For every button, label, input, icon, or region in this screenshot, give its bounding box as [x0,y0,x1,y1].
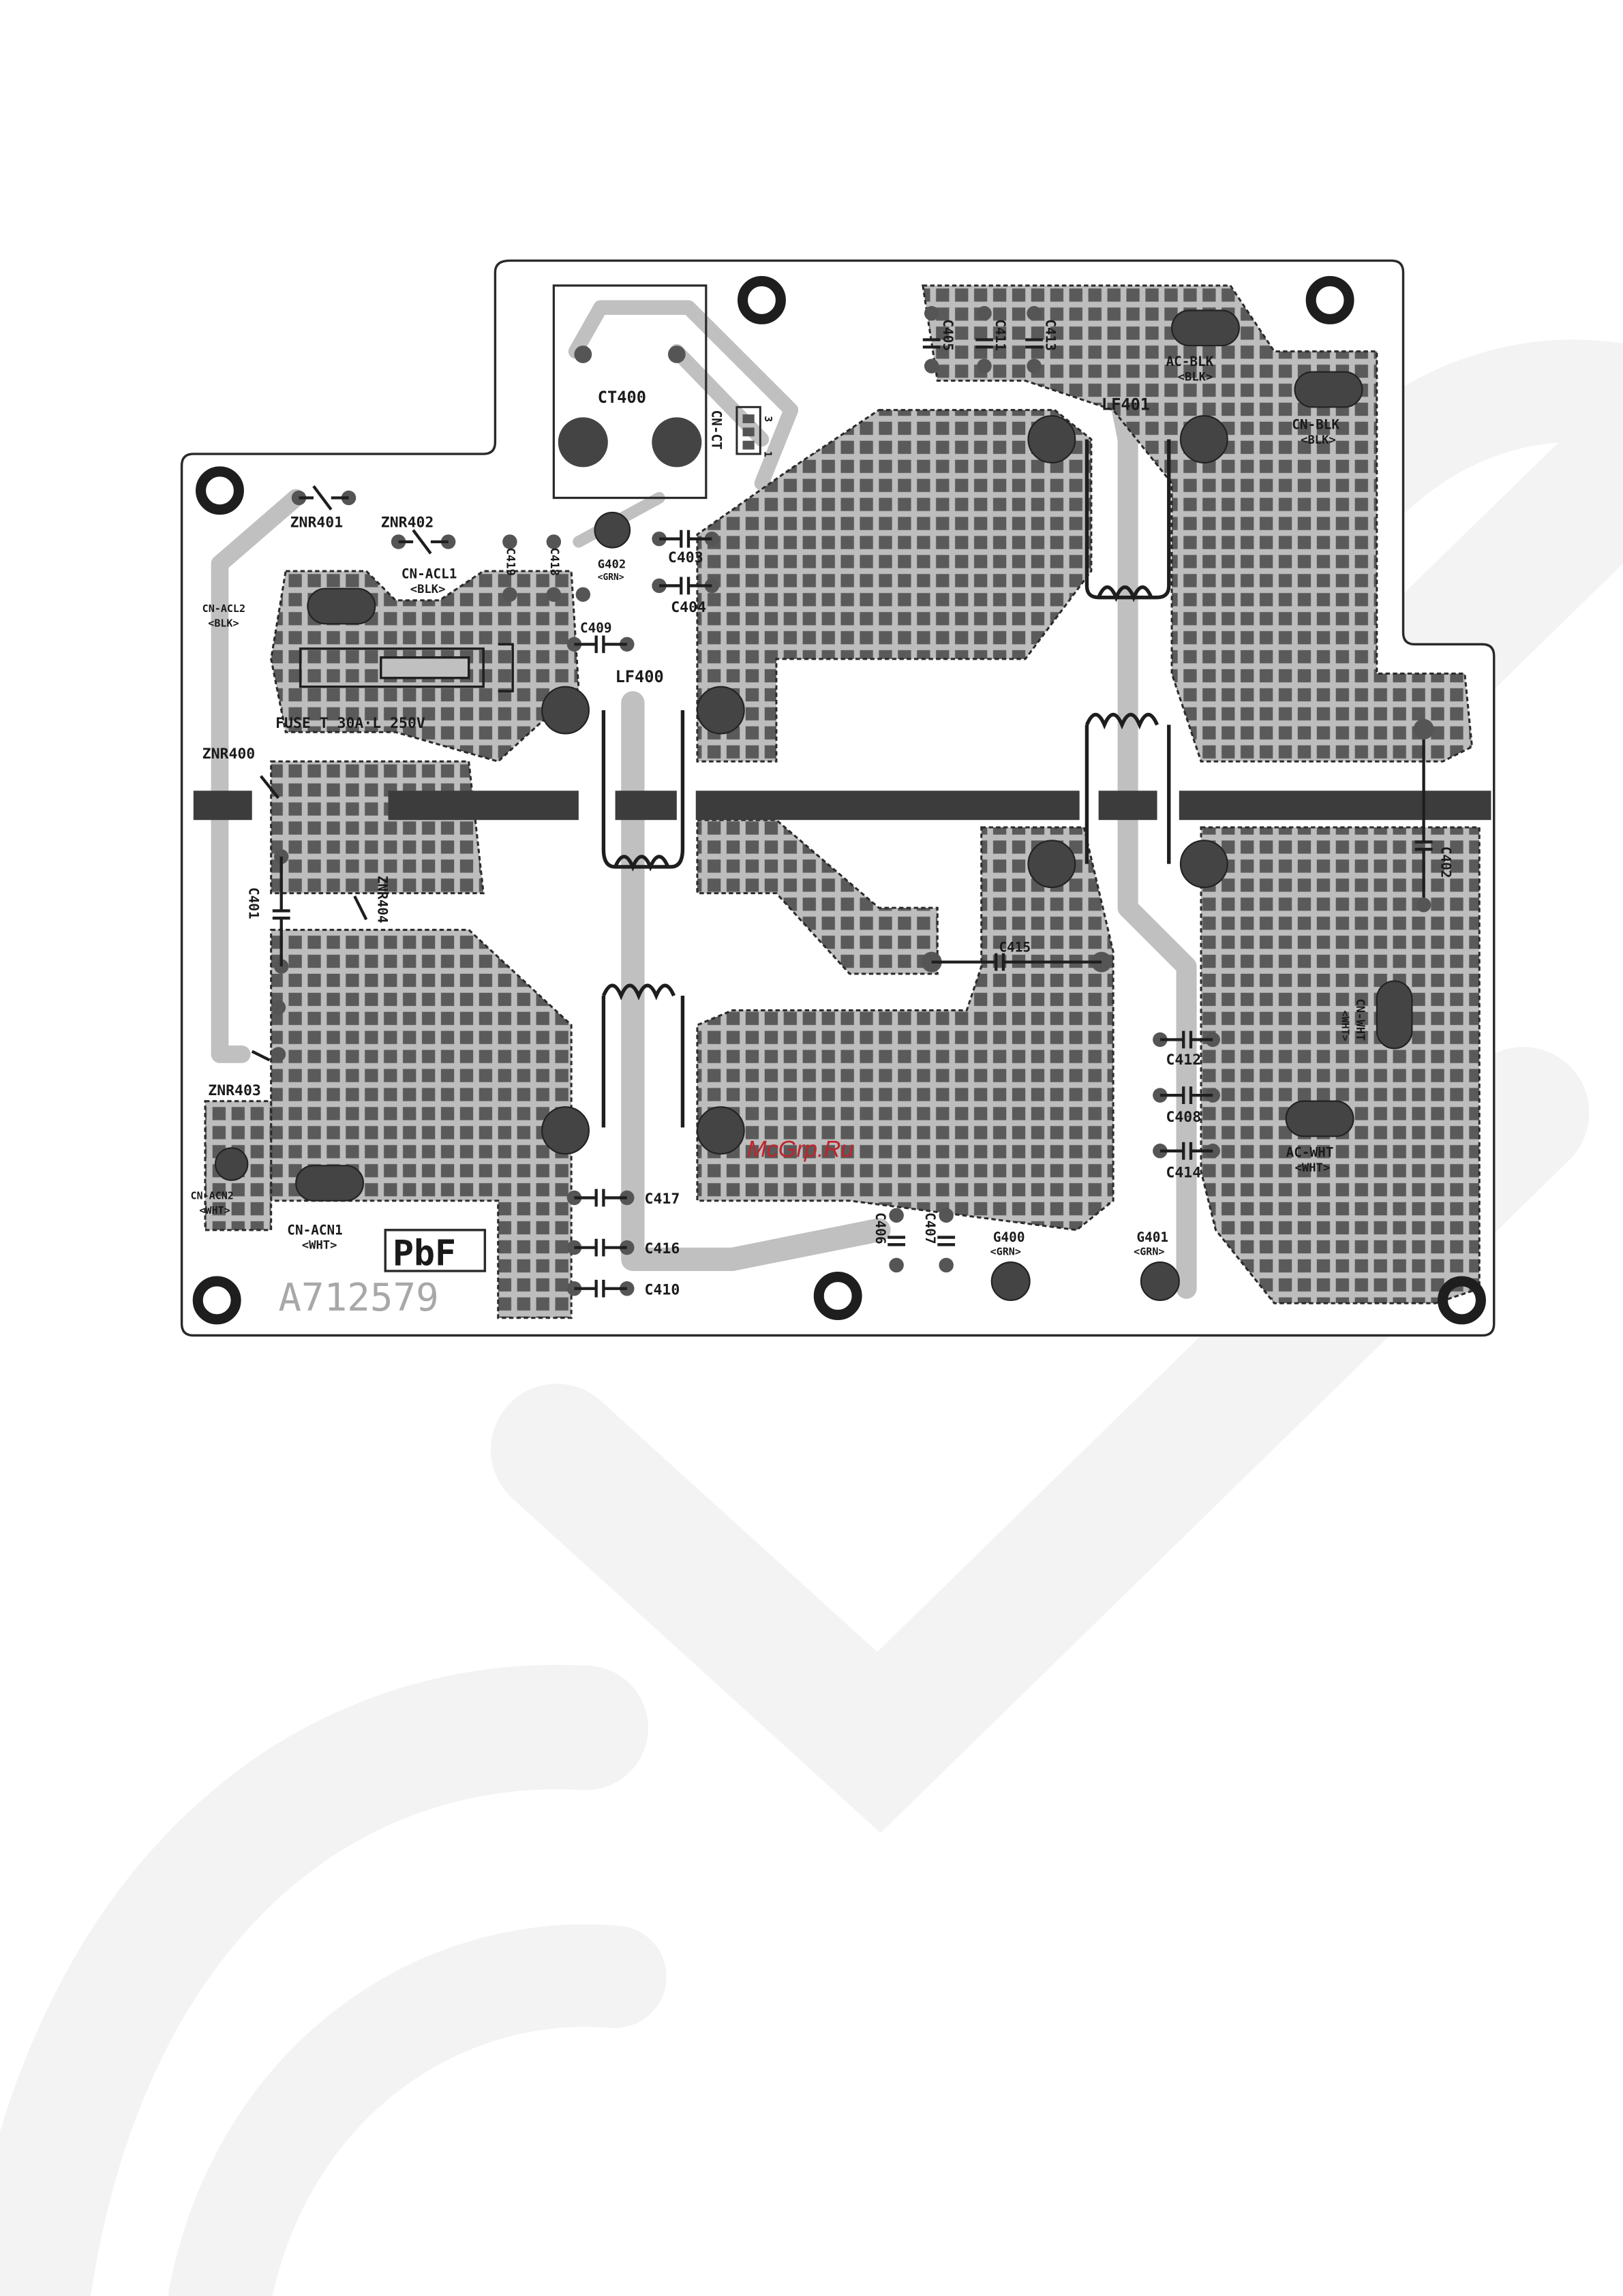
label-c414: C414 [1166,1164,1201,1181]
label-ac-blk-color: <BLK> [1178,371,1213,384]
zone-lower-center [696,826,1114,1231]
mounting-holes [192,276,1486,1325]
label-znr402: ZNR402 [381,514,434,531]
label-cn-ct: CN-CT [708,410,724,450]
lf401-coil [1084,439,1171,864]
label-cn-acn2-color: <WHT> [199,1204,230,1216]
label-ac-blk: AC-BLK [1166,354,1213,369]
label-cn-ct-pin-3: 3 [762,416,774,422]
label-c413: C413 [1042,319,1058,351]
fuse-f400 [299,643,514,692]
label-lf400: LF400 [616,667,664,686]
label-cn-acn1-color: <WHT> [302,1239,337,1253]
lf400-coil [601,710,685,1128]
large-pads [214,415,1228,1302]
label-c410: C410 [645,1281,680,1298]
label-c401: C401 [245,887,261,919]
board-identification: PbF A712579 [278,1229,487,1320]
label-cn-blk: CN-BLK [1292,417,1339,433]
label-c417: C417 [645,1191,680,1208]
zone-mid-center [696,818,939,975]
label-g400: G400 [993,1229,1025,1245]
label-g402: G402 [598,558,626,572]
label-ct400: CT400 [598,388,646,407]
label-znr404: ZNR404 [375,876,391,923]
label-ac-wht-color: <WHT> [1295,1161,1331,1175]
capacitor-symbols [251,338,1433,1298]
label-c405: C405 [940,319,956,351]
label-c411: C411 [992,319,1008,351]
label-c412: C412 [1166,1052,1201,1069]
label-g401-color: <GRN> [1134,1245,1164,1257]
label-znr401: ZNR401 [290,514,344,531]
label-g402-color: <GRN> [598,572,624,583]
label-c419: C419 [504,548,517,576]
label-c403: C403 [668,549,703,566]
label-cn-acn1: CN-ACN1 [287,1222,342,1238]
zone-lower-left [270,928,573,1319]
watermark-text: McGrp.Ru [747,1136,854,1162]
label-cn-acn2: CN-ACN2 [190,1190,233,1202]
label-cn-acl2: CN-ACL2 [202,602,245,615]
label-c408: C408 [1166,1109,1201,1126]
label-cn-wht-color: <WHT> [1339,1011,1351,1041]
part-number: A712579 [278,1276,438,1320]
label-cn-blk-color: <BLK> [1301,433,1336,447]
label-cn-wht: CN-WHT [1353,998,1367,1041]
cn-ct-connector [735,405,761,455]
label-c404: C404 [671,599,706,616]
label-ac-wht: AC-WHT [1286,1144,1334,1160]
label-g400-color: <GRN> [990,1245,1021,1257]
zone-top-center [696,409,1093,763]
label-cn-ct-pin-1: 1 [762,451,774,457]
pbf-mark: PbF [393,1233,456,1274]
label-g401: G401 [1136,1229,1168,1245]
capacitor-pads [271,306,1434,1296]
ct400-transformer [552,284,708,500]
label-c409: C409 [580,620,612,636]
label-c407: C407 [922,1212,938,1244]
label-znr403: ZNR403 [208,1082,261,1099]
label-c416: C416 [645,1240,680,1257]
isolation-bar [193,791,1491,821]
component-labels: CT400 3 CN-CT 1 LF400 LF401 ZNR401 ZNR40… [190,319,1453,1298]
label-cn-acl1-color: <BLK> [410,583,446,596]
label-c418: C418 [547,548,561,576]
label-cn-acl2-color: <BLK> [208,617,239,630]
zone-lower-right [1200,826,1481,1304]
label-c406: C406 [873,1212,888,1244]
oval-connectors [295,309,1413,1201]
label-c402: C402 [1438,846,1453,878]
zone-left-mid [270,760,485,895]
label-lf401: LF401 [1102,395,1150,414]
label-cn-acl1: CN-ACL1 [401,566,457,582]
label-fuse: FUSE T 30A·L 250V [275,715,425,732]
label-c415: C415 [999,940,1031,955]
label-znr400: ZNR400 [202,746,256,763]
